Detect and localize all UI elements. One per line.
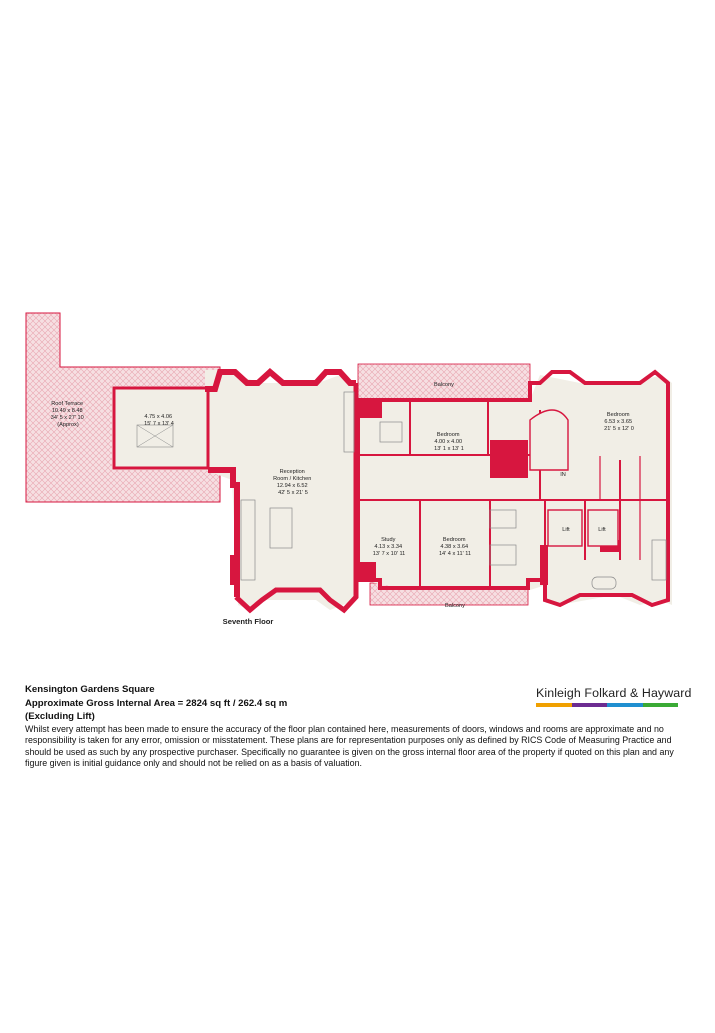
room-475-area bbox=[112, 386, 210, 470]
lift-exclusion-note: (Excluding Lift) bbox=[25, 711, 95, 722]
bedroom-right-label: Bedroom 6.53 x 3.65 21' 5 x 12' 0 bbox=[604, 412, 634, 432]
agency-name: Kinleigh Folkard & Hayward bbox=[536, 686, 692, 700]
brand-bar-orange bbox=[536, 703, 572, 707]
property-title: Kensington Gardens Square bbox=[25, 684, 155, 695]
lift-1-label: Lift bbox=[562, 527, 570, 533]
entrance-label: IN bbox=[560, 472, 566, 478]
kitchen-fixtures bbox=[240, 391, 667, 590]
reception-label: Reception Room / Kitchen 12.94 x 6.52 42… bbox=[273, 469, 313, 496]
balcony-top-label: Balcony bbox=[434, 382, 454, 388]
brand-bar-green bbox=[642, 703, 678, 707]
lift-1-shaft bbox=[547, 509, 583, 547]
balcony-top-area bbox=[357, 363, 531, 401]
bedroom-mid-label: Bedroom 4.00 x 4.00 13' 1 x 13' 1 bbox=[434, 432, 464, 452]
floor-name-label: Seventh Floor bbox=[223, 617, 274, 626]
balcony-bottom-label: Balcony bbox=[445, 603, 465, 609]
disclaimer-text: Whilst every attempt has been made to en… bbox=[25, 724, 674, 769]
brand-bar-blue bbox=[607, 703, 643, 707]
brand-bar-purple bbox=[571, 703, 607, 707]
floor-plan: Roof Terrace 10.49 x 8.48 34' 5 x 27' 10… bbox=[25, 312, 672, 626]
study-label: Study 4.13 x 3.34 13' 7 x 10' 11 bbox=[373, 537, 406, 557]
bedroom-bottom-label: Bedroom 4.38 x 3.64 14' 4 x 11' 11 bbox=[439, 537, 471, 557]
walls bbox=[205, 368, 670, 614]
gross-area: Approximate Gross Internal Area = 2824 s… bbox=[25, 698, 288, 709]
lift-2-shaft bbox=[587, 509, 619, 547]
room-475-label: 4.75 x 4.06 15' 7 x 13' 4 bbox=[144, 414, 174, 427]
skylight bbox=[136, 424, 174, 448]
skylight-cross bbox=[136, 424, 174, 448]
lift-2-label: Lift bbox=[598, 527, 606, 533]
roof-terrace-label: Roof Terrace 10.49 x 8.48 34' 5 x 27' 10… bbox=[51, 401, 86, 428]
brand-color-bar bbox=[536, 703, 678, 707]
agency-logo: Kinleigh Folkard & Hayward bbox=[536, 686, 692, 707]
plan-footer: Kensington Gardens Square Approximate Gr… bbox=[25, 683, 695, 770]
